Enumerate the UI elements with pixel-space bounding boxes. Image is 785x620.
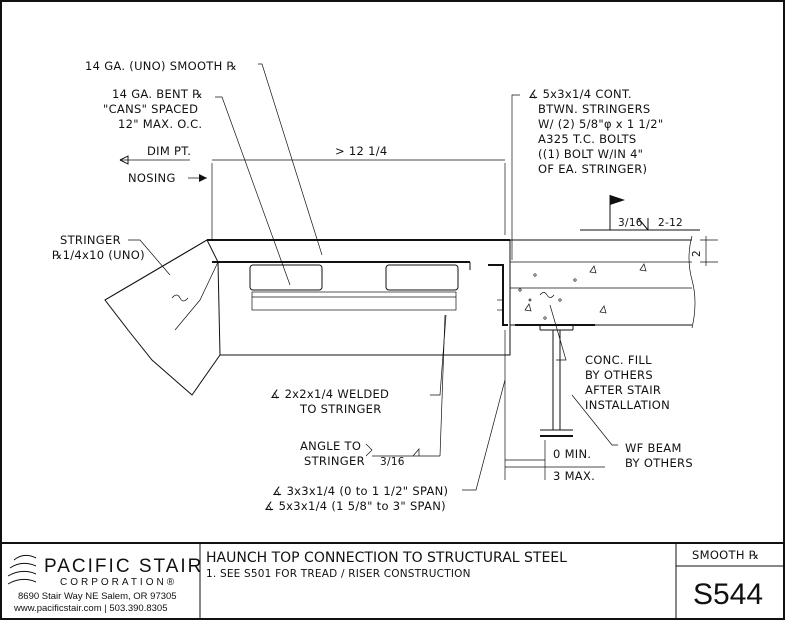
- label-wf-beam-1: WF BEAM: [625, 441, 682, 455]
- company-name: PACIFIC STAIR: [44, 556, 203, 577]
- break-mark: [171, 294, 189, 302]
- company-subtitle: CORPORATION®: [60, 577, 177, 588]
- label-slab-thickness: 2: [691, 250, 703, 257]
- label-cont-angle-4: A325 T.C. BOLTS: [538, 132, 637, 146]
- tread-plate: [207, 239, 510, 311]
- label-max-dim: 3 MAX.: [553, 469, 595, 483]
- label-dim-pt: DIM PT.: [147, 144, 191, 158]
- label-min-dim: 0 MIN.: [553, 447, 591, 461]
- bottom-dimensions: [504, 330, 605, 480]
- label-dim-length: > 12 1/4: [335, 144, 388, 158]
- stringer: [104, 239, 511, 396]
- label-conc-fill-4: INSTALLATION: [585, 398, 670, 412]
- label-cont-angle-5: ((1) BOLT W/IN 4": [538, 147, 643, 161]
- sheet-number: S544: [693, 578, 763, 611]
- label-angle-span-2: ∡ 5x3x1/4 (1 5/8" to 3" SPAN): [264, 499, 446, 513]
- continuous-angle: [488, 264, 508, 326]
- company-logo: [7, 554, 37, 585]
- wf-beam: [515, 324, 595, 437]
- weld-symbol: [580, 195, 700, 231]
- label-cont-angle-6: OF EA. STRINGER): [538, 162, 647, 176]
- label-angle-weld: 3/16: [380, 456, 405, 468]
- can-left: [249, 264, 323, 291]
- label-cont-angle-2: BTWN. STRINGERS: [538, 102, 650, 116]
- angle-to-weld-leader: [365, 314, 446, 457]
- label-weld-length: 2-12: [658, 217, 683, 229]
- can-right: [385, 264, 459, 291]
- slab-dimension: [700, 236, 718, 266]
- label-conc-fill-3: AFTER STAIR: [585, 383, 661, 397]
- concrete-fill: [510, 235, 696, 329]
- company-contact: www.pacificstair.com | 503.390.8305: [13, 603, 168, 614]
- label-welded-angle-2: TO STRINGER: [299, 402, 382, 416]
- title-block: PACIFIC STAIR CORPORATION® 8690 Stair Wa…: [7, 543, 784, 619]
- label-smooth-plate: 14 GA. (UNO) SMOOTH ℞: [85, 59, 237, 73]
- label-conc-fill-1: CONC. FILL: [585, 353, 652, 367]
- label-angle-to-2: STRINGER: [304, 454, 365, 468]
- label-cont-angle-1: ∡ 5x3x1/4 CONT.: [528, 87, 632, 101]
- label-stringer-1: STRINGER: [60, 233, 121, 247]
- finish-label: SMOOTH ℞: [692, 548, 759, 562]
- label-nosing: NOSING: [128, 171, 176, 185]
- label-bent-plate-3: 12" MAX. O.C.: [118, 117, 202, 131]
- label-angle-to-1: ANGLE TO: [300, 439, 361, 453]
- label-cont-angle-3: W/ (2) 5/8"φ x 1 1/2": [538, 117, 663, 131]
- label-bent-plate-1: 14 GA. BENT ℞: [112, 87, 203, 101]
- label-angle-span-1: ∡ 3x3x1/4 (0 to 1 1/2" SPAN): [272, 484, 448, 498]
- label-stringer-2: ℞1/4x10 (UNO): [52, 248, 145, 262]
- label-conc-fill-2: BY OTHERS: [585, 368, 653, 382]
- welded-angle: [251, 291, 457, 311]
- drawing-title: HAUNCH TOP CONNECTION TO STRUCTURAL STEE…: [206, 550, 567, 566]
- drawing-note: 1. SEE S501 FOR TREAD / RISER CONSTRUCTI…: [206, 568, 471, 580]
- label-welded-angle-1: ∡ 2x2x1/4 WELDED: [270, 387, 389, 401]
- company-address: 8690 Stair Way NE Salem, OR 97305: [18, 591, 177, 602]
- label-weld-size: 3/16: [618, 217, 643, 229]
- leader-lines: [128, 63, 618, 491]
- label-bent-plate-2: "CANS" SPACED: [103, 102, 198, 116]
- label-wf-beam-2: BY OTHERS: [625, 456, 693, 470]
- top-dimensions: [119, 155, 506, 240]
